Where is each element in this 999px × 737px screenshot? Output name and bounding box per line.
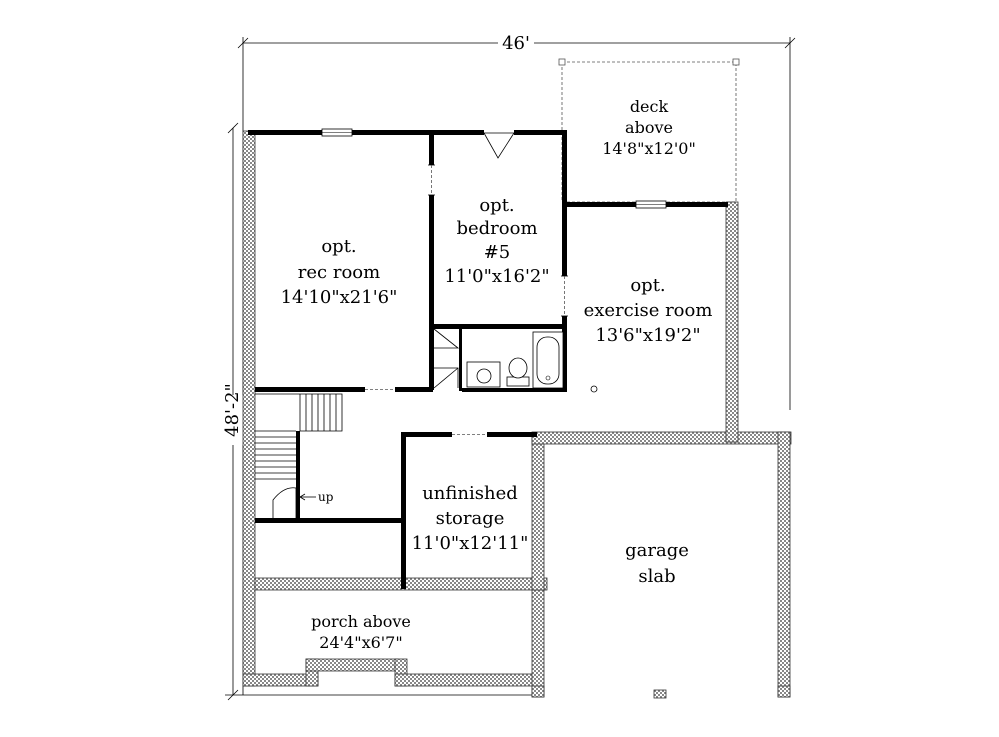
svg-text:13'6"x19'2": 13'6"x19'2" [595,325,700,346]
porch-label: porch above 24'4"x6'7" [311,612,411,652]
stairs [255,393,343,518]
windows [321,128,667,209]
svg-text:11'0"x16'2": 11'0"x16'2" [444,266,549,287]
svg-text:slab: slab [638,566,675,587]
garage-label: garage slab [625,540,689,587]
stairs-up-label: up [318,490,334,504]
svg-text:opt.: opt. [630,275,665,296]
svg-text:14'10"x21'6": 14'10"x21'6" [281,287,398,308]
svg-text:rec room: rec room [298,262,380,283]
bathtub-icon [532,331,564,389]
svg-text:above: above [625,118,673,137]
svg-text:14'8"x12'0": 14'8"x12'0" [602,139,696,158]
exercise-room-label: opt. exercise room 13'6"x19'2" [584,275,713,346]
svg-text:24'4"x6'7": 24'4"x6'7" [319,633,402,652]
deck-label: deck above 14'8"x12'0" [602,97,696,158]
rec-room-label: opt. rec room 14'10"x21'6" [281,236,398,308]
svg-text:storage: storage [436,508,505,529]
svg-text:opt.: opt. [479,195,514,216]
floor-drain-icon [590,385,598,393]
bedroom-label: opt. bedroom #5 11'0"x16'2" [444,195,549,287]
height-dimension: 48'-2" [222,122,540,701]
width-label: 46' [502,33,530,54]
svg-text:#5: #5 [484,242,511,263]
doors [365,129,568,438]
svg-text:unfinished: unfinished [422,483,518,504]
svg-text:porch above: porch above [311,612,411,631]
storage-label: unfinished storage 11'0"x12'11" [412,483,529,554]
svg-text:opt.: opt. [321,236,356,257]
svg-text:exercise room: exercise room [584,300,713,321]
svg-text:bedroom: bedroom [456,218,537,239]
foundation-walls [242,130,792,699]
bathroom-fixtures [466,331,564,389]
svg-text:deck: deck [630,97,669,116]
svg-text:11'0"x12'11": 11'0"x12'11" [412,533,529,554]
svg-text:garage: garage [625,540,689,561]
height-label: 48'-2" [222,383,243,437]
